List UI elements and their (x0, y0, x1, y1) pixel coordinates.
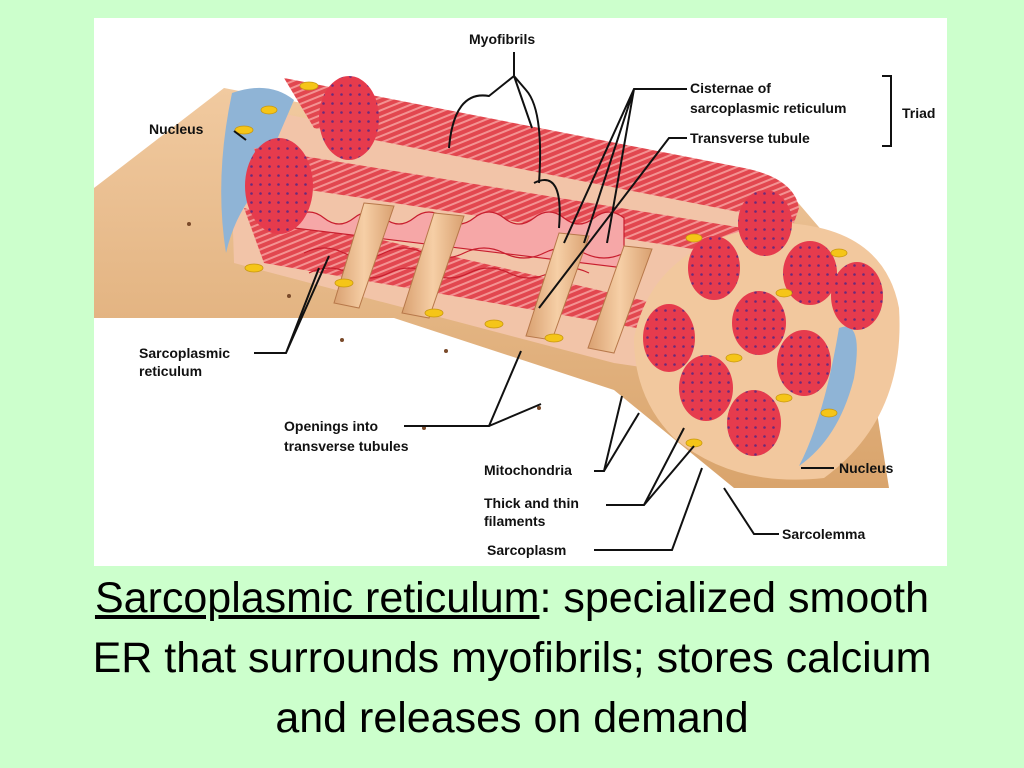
label-sarcoplasmic-reticulum-line2: reticulum (139, 363, 202, 379)
slide-caption: Sarcoplasmic reticulum: specialized smoo… (0, 568, 1024, 748)
caption-line-3: and releases on demand (0, 688, 1024, 748)
caption-term: Sarcoplasmic reticulum (95, 574, 539, 622)
label-openings-line2: transverse tubules (284, 438, 409, 454)
label-triad: Triad (902, 105, 935, 121)
label-filaments-line1: Thick and thin (484, 495, 579, 511)
label-nucleus-bottom: Nucleus (839, 460, 894, 476)
label-sarcoplasmic-reticulum-line1: Sarcoplasmic (139, 345, 230, 361)
label-sarcoplasm: Sarcoplasm (487, 542, 566, 558)
label-openings-line1: Openings into (284, 418, 378, 434)
label-nucleus-top: Nucleus (149, 121, 204, 137)
label-cisternae-line2: sarcoplasmic reticulum (690, 100, 846, 116)
caption-line-2: ER that surrounds myofibrils; stores cal… (0, 628, 1024, 688)
myofibril-cross-section (245, 138, 313, 234)
caption-line-1: Sarcoplasmic reticulum: specialized smoo… (0, 568, 1024, 628)
myofibril-cross-section (319, 76, 379, 160)
label-transverse-tubule: Transverse tubule (690, 130, 810, 146)
muscle-fiber-figure: Myofibrils Cisternae of sarcoplasmic ret… (94, 18, 947, 566)
label-myofibrils: Myofibrils (469, 31, 535, 47)
caption-definition: : specialized smooth (539, 574, 929, 622)
label-filaments-line2: filaments (484, 513, 546, 529)
label-cisternae-line1: Cisternae of (690, 80, 771, 96)
label-sarcolemma: Sarcolemma (782, 526, 865, 542)
muscle-fiber-diagram: Myofibrils Cisternae of sarcoplasmic ret… (94, 18, 947, 566)
label-mitochondria: Mitochondria (484, 462, 572, 478)
